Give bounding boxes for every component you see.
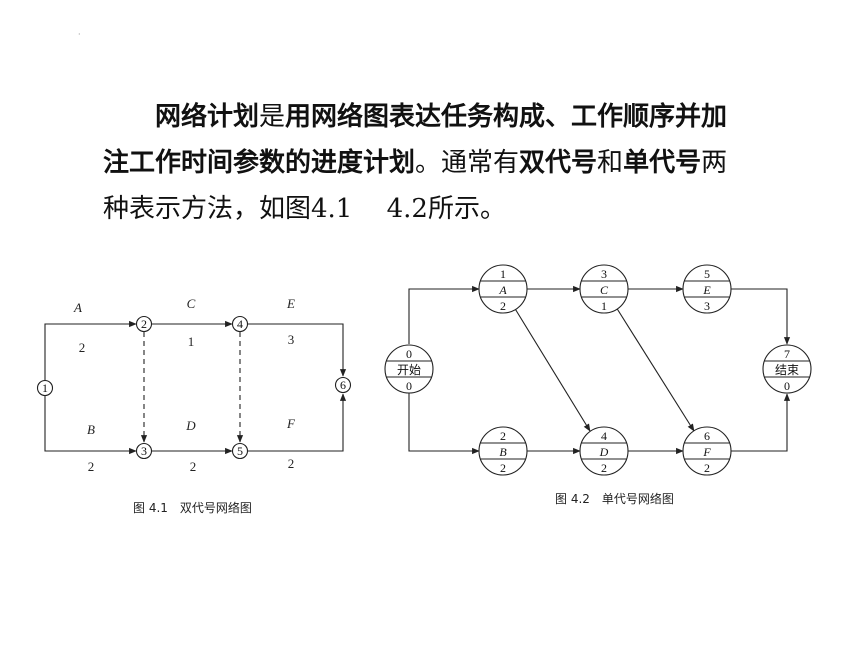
event-node-2 [135, 315, 153, 333]
edge-1-4 [513, 306, 591, 432]
edge-3-6 [615, 306, 695, 432]
activity-f-duration: 2 [288, 456, 295, 471]
event-node-6-label: 6 [340, 378, 346, 392]
para-text-1: 是 [259, 102, 286, 132]
activity-node-5: 5E 3 [682, 264, 732, 314]
activity-node-2: 2B2 [478, 426, 528, 476]
activity-a-duration: 2 [79, 340, 86, 355]
event-node-4-label: 4 [237, 317, 243, 331]
activity-node-1: 1A 2 [478, 264, 528, 314]
activity-node-circle [762, 344, 812, 394]
activity-node-name: 开始 [397, 363, 421, 377]
activity-node-duration: 0 [784, 379, 790, 393]
para-text-4: 两种表示方法，如图4.1 4.2所示。 [103, 148, 728, 224]
activity-node-duration: 3 [704, 299, 710, 313]
edge-6-7 [731, 393, 791, 452]
term-single-code: 单代号 [623, 148, 702, 178]
edge-0-2 [408, 392, 480, 455]
activity-node-circle [579, 426, 629, 476]
activity-node-duration: 2 [704, 461, 710, 475]
activity-d-duration: 2 [190, 459, 197, 474]
activity-node-0: 0 开始 0 [384, 344, 434, 394]
term-double-code: 双代号 [519, 148, 598, 178]
activity-c-name: C [187, 296, 196, 311]
figure-4-1-caption: 图 4.1 双代号网络图 [133, 500, 252, 515]
intro-paragraph: 网络计划是用网络图表达任务构成、工作顺序并加注工作时间参数的进度计划。通常有双代… [103, 94, 753, 232]
activity-node-name: C [600, 283, 609, 297]
edge-1-3 [44, 395, 137, 455]
event-node-3-label: 3 [141, 444, 147, 458]
edge-5-6 [248, 393, 347, 452]
edge-5-7 [731, 288, 791, 345]
activity-node-name: 结束 [775, 363, 799, 377]
activity-node-circle [478, 264, 528, 314]
event-node-5 [231, 442, 249, 460]
activity-node-circle [384, 344, 434, 394]
event-node-5-label: 5 [237, 444, 243, 458]
activity-d-name: D [185, 418, 196, 433]
activity-node-number: 6 [704, 429, 710, 443]
edge-0-1 [408, 285, 480, 344]
activity-node-name: F [702, 445, 711, 459]
activity-node-circle [682, 264, 732, 314]
event-node-6 [334, 376, 352, 394]
activity-node-duration: 2 [500, 299, 506, 313]
activity-node-duration: 1 [601, 299, 607, 313]
activity-b-duration: 2 [88, 459, 95, 474]
event-node-3 [135, 442, 153, 460]
event-node-1-label: 1 [42, 381, 48, 395]
activity-node-name: E [702, 283, 711, 297]
activity-node-number: 7 [784, 347, 790, 361]
activity-node-6: 6F 2 [682, 426, 732, 476]
para-text-3: 和 [597, 148, 624, 178]
activity-node-duration: 2 [601, 461, 607, 475]
event-node-2-label: 2 [141, 317, 147, 331]
activity-node-3: 3C 1 [579, 264, 629, 314]
activity-node-number: 0 [406, 347, 412, 361]
activity-node-name: D [599, 445, 609, 459]
activity-node-number: 3 [601, 267, 607, 281]
activity-node-4: 4D 2 [579, 426, 629, 476]
activity-node-number: 1 [500, 267, 506, 281]
activity-c-duration: 1 [188, 334, 195, 349]
activity-a-name: A [73, 300, 82, 315]
activity-f-name: F [286, 416, 296, 431]
activity-node-circle [682, 426, 732, 476]
edge-1-2 [44, 320, 137, 381]
event-node-1 [36, 379, 54, 397]
edge-4-6 [248, 323, 347, 377]
activity-node-name: A [498, 283, 507, 297]
figure-4-2-caption: 图 4.2 单代号网络图 [555, 491, 674, 506]
activity-node-circle [579, 264, 629, 314]
activity-node-number: 5 [704, 267, 710, 281]
activity-node-7: 7 结束 0 [762, 344, 812, 394]
activity-e-name: E [286, 296, 295, 311]
activity-node-number: 4 [601, 429, 607, 443]
activity-node-number: 2 [500, 429, 506, 443]
activity-node-duration: 2 [500, 461, 506, 475]
para-text-2: 。通常有 [415, 148, 520, 178]
activity-node-duration: 0 [406, 379, 412, 393]
stray-dot: · [78, 30, 81, 39]
activity-b-name: B [87, 422, 95, 437]
figure-4-1: 1 2 3 4 5 6 A 2 B 2 C 1 D 2 E 3 F 2 图 4.… [36, 296, 352, 515]
event-node-4 [231, 315, 249, 333]
activity-node-circle [478, 426, 528, 476]
activity-e-duration: 3 [288, 332, 295, 347]
term-network-plan: 网络计划 [155, 102, 260, 132]
activity-node-name: B [499, 445, 507, 459]
definition-text: 用网络图表达任务构成、工作顺序并加注工作时间参数的进度计划 [103, 102, 728, 178]
